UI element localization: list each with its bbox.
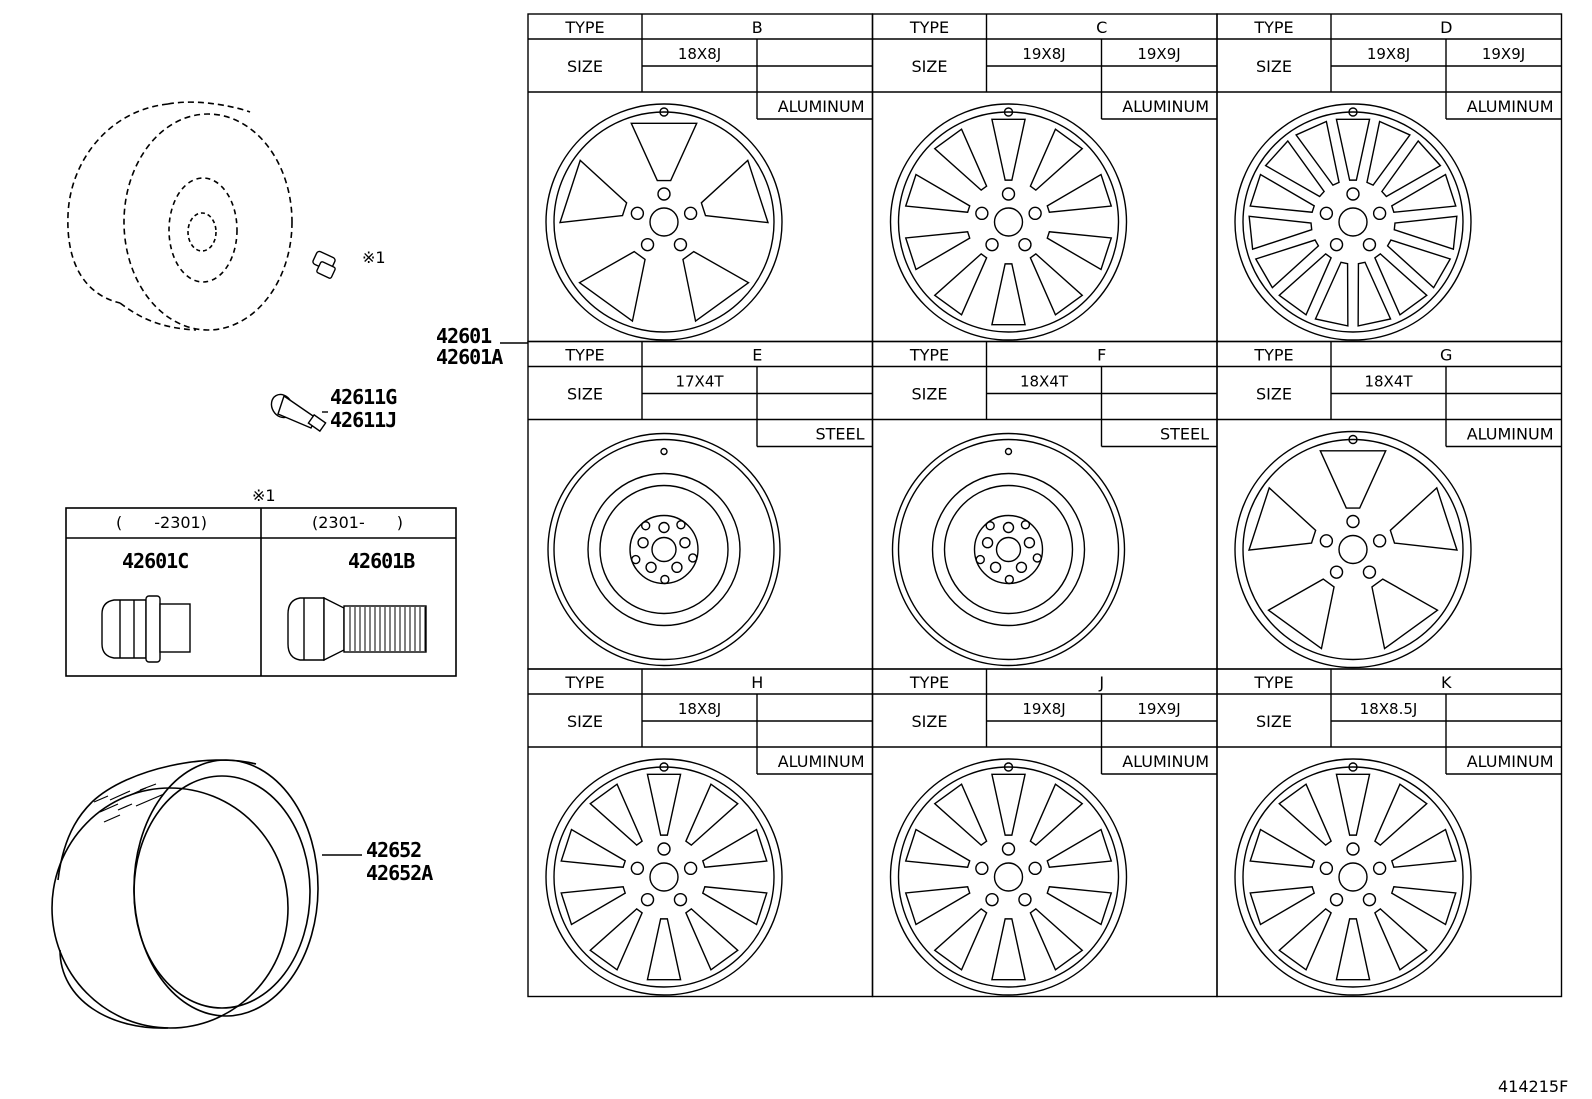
type-label: TYPE [1253,18,1293,37]
valve-part-number-2: 42611J [330,408,396,432]
size-label: SIZE [912,712,948,731]
wheel-type-cell-B: TYPE B SIZE 18X8J ALUMINUM [527,13,874,343]
material-label: ALUMINUM [1122,752,1209,771]
type-label: TYPE [1253,673,1293,692]
type-label: TYPE [564,18,604,37]
size-value-1: 19X8J [1022,700,1065,718]
type-value: D [1440,18,1452,37]
lug-nut-c-icon [101,595,191,663]
material-label: ALUMINUM [778,752,865,771]
size-value-2: 19X9J [1137,700,1180,718]
material-label: ALUMINUM [778,97,865,116]
size-value-1: 18X4T [1020,373,1069,391]
tire-part-number-2: 42652A [366,861,433,885]
size-label: SIZE [567,57,603,76]
wheel-type-cell-G: TYPE G SIZE 18X4T ALUMINUM [1216,340,1563,670]
type-value: B [752,18,763,37]
tire-tread-marks [93,783,165,823]
tire-part-number-1: 42652 [366,838,421,862]
material-label: ALUMINUM [1467,425,1554,444]
wheel-D-icon [1234,103,1472,341]
size-value-1: 17X4T [675,373,724,391]
size-label: SIZE [1256,57,1292,76]
size-label: SIZE [1256,712,1292,731]
material-label: ALUMINUM [1467,97,1554,116]
material-label: ALUMINUM [1467,752,1554,771]
size-label: SIZE [912,57,948,76]
type-value: J [1098,673,1104,692]
size-value-1: 18X8J [678,700,721,718]
nut-col1-part-number: 42601C [122,549,188,573]
wheel-J-icon [889,758,1128,996]
type-label: TYPE [909,346,949,365]
nut-col1-range: ( -2301) [116,513,207,532]
size-label: SIZE [1256,385,1292,404]
nut-col2-part-number: 42601B [348,549,415,573]
size-value-1: 18X8J [678,45,721,63]
type-label: TYPE [909,18,949,37]
size-value-2: 19X9J [1482,45,1525,63]
wheel-G-icon [1234,430,1472,669]
size-label: SIZE [912,385,948,404]
material-label: ALUMINUM [1122,97,1209,116]
lug-bolt-b-icon [287,596,427,662]
wheel-assembly-illustration [67,101,293,331]
type-value: F [1097,346,1106,365]
wheel-B-icon [545,103,783,341]
type-label: TYPE [909,673,949,692]
wheel-type-cell-J: TYPE J SIZE 19X8J 19X9J ALUMINUM [871,668,1218,998]
size-label: SIZE [567,385,603,404]
material-label: STEEL [815,425,864,444]
wheel-type-table: TYPE B SIZE 18X8J ALUMINUM TYPE C SIZE 19X8J 19X9… [527,13,1563,998]
type-label: TYPE [564,346,604,365]
type-value: C [1096,18,1107,37]
nut-col2-range: (2301- ) [312,513,403,532]
type-value: K [1441,673,1452,692]
lug-nut-small-icon [312,250,336,279]
wheel-type-cell-K: TYPE K SIZE 18X8.5J ALUMINUM [1216,668,1563,998]
valve-part-number-1: 42611G [330,385,397,409]
wheel-type-cell-E: TYPE E SIZE 17X4T STEEL [527,340,874,670]
wheel-C-icon [889,103,1128,341]
type-label: TYPE [1253,346,1293,365]
figure-id: 414215F [1498,1077,1568,1096]
wheel-E-icon [547,432,781,667]
wheel-H-icon [545,758,783,996]
type-value: E [752,346,762,365]
nut-box-title: ※1 [252,486,276,505]
size-value-1: 19X8J [1022,45,1065,63]
wheel-type-cell-D: TYPE D SIZE 19X8J 19X9J ALUMINUM [1216,13,1563,343]
type-value: H [751,673,763,692]
nut-variant-box [65,507,457,677]
type-value: G [1440,346,1452,365]
wheel-type-cell-C: TYPE C SIZE 19X8J 19X9J ALUMINUM [871,13,1218,343]
size-value-1: 19X8J [1367,45,1410,63]
wheel-type-cell-H: TYPE H SIZE 18X8J ALUMINUM [527,668,874,998]
bolt-thread-lines [349,607,426,651]
wheel-K-icon [1234,758,1472,996]
tire-illustration [51,759,319,1029]
valve-stem-icon [270,393,327,433]
wheel-part-number-2: 42601A [436,345,503,369]
material-label: STEEL [1160,425,1209,444]
type-label: TYPE [564,673,604,692]
wheel-F-icon [891,432,1126,667]
size-value-1: 18X8.5J [1360,700,1418,718]
wheel-part-number-1: 42601 [436,324,492,348]
nut-mark-label: ※1 [362,248,386,267]
size-label: SIZE [567,712,603,731]
size-value-1: 18X4T [1364,373,1413,391]
size-value-2: 19X9J [1137,45,1180,63]
wheel-type-cell-F: TYPE F SIZE 18X4T STEEL [871,340,1218,670]
